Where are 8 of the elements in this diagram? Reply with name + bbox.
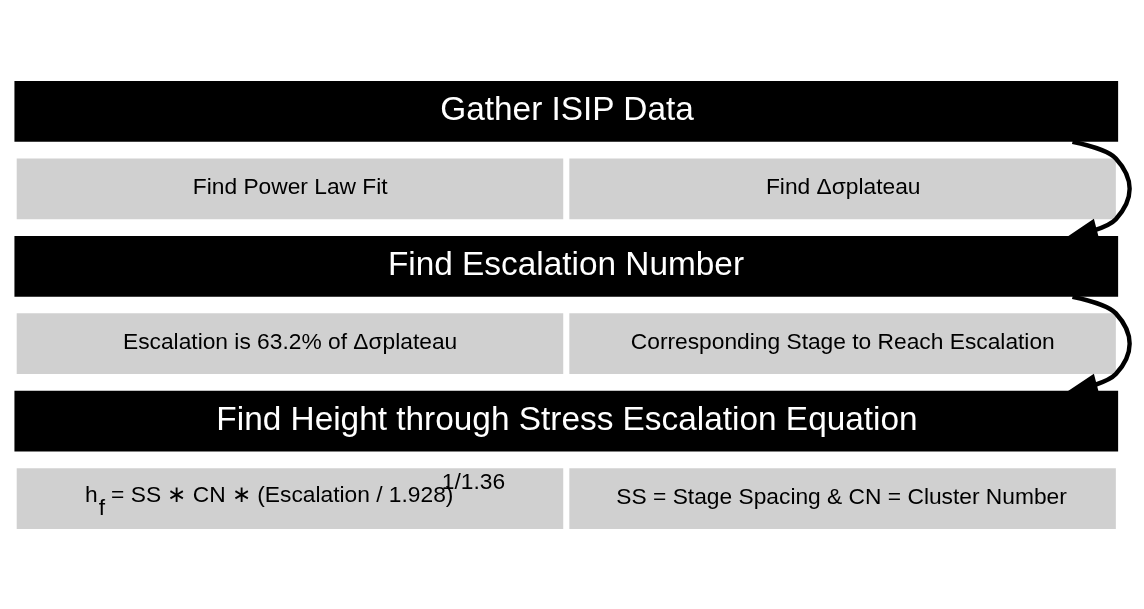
node-box: Escalation is 63.2% of Δσplateau bbox=[16, 312, 564, 374]
node-box: Find Height through Stress Escalation Equation bbox=[14, 390, 1119, 451]
node-box: Find Δσplateau bbox=[569, 158, 1116, 219]
node-box: SS = Stage Spacing & CN = Cluster Number bbox=[569, 467, 1116, 529]
node-box: Gather ISIP Data bbox=[14, 80, 1119, 142]
node-box: Corresponding Stage to Reach Escalation bbox=[569, 312, 1116, 374]
node-box: Find Power Law Fit bbox=[16, 158, 564, 219]
node-box: Find Escalation Number bbox=[14, 235, 1119, 297]
